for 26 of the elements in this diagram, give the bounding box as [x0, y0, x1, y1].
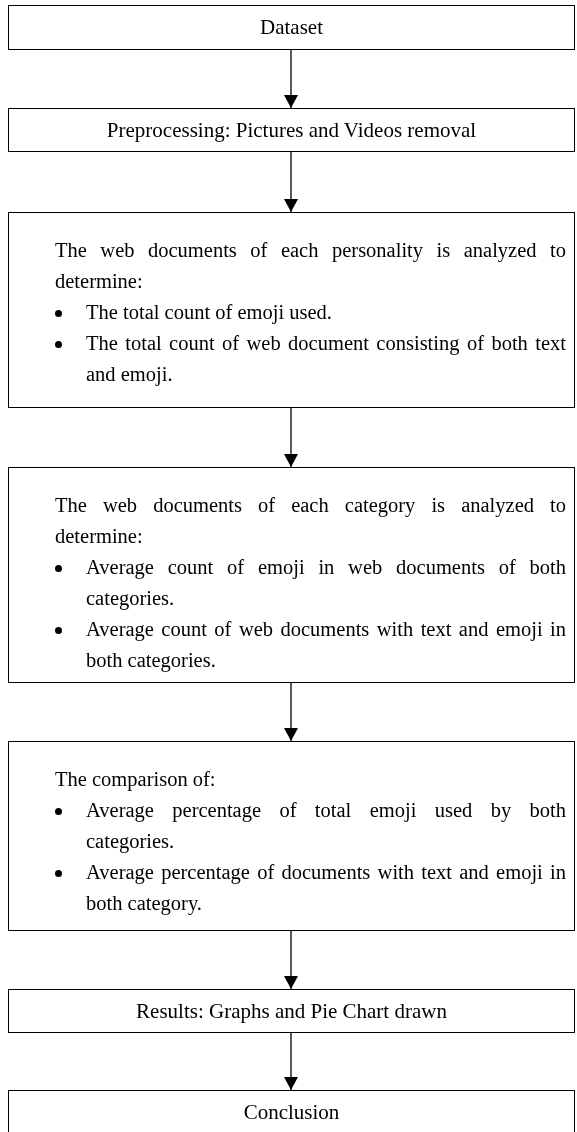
box-heading: The web documents of each personality is analyzed to determine: — [55, 238, 566, 294]
box-heading: The web documents of each category is analyzed to determine: — [55, 493, 566, 549]
process-box — [8, 1090, 575, 1132]
box-label: Results: Graphs and Pie Chart drawn — [136, 998, 447, 1024]
process-box — [8, 467, 575, 683]
process-box — [8, 989, 575, 1033]
process-box — [8, 741, 575, 931]
arrow — [284, 1032, 298, 1091]
bullet-text: The total count of emoji used. — [86, 300, 333, 326]
process-box — [8, 108, 575, 152]
bullet-text: Average count of web documents with text and emoji in both categories. — [86, 617, 566, 674]
arrow — [284, 930, 298, 990]
process-box — [8, 5, 575, 50]
arrow — [284, 682, 298, 742]
box-heading: The comparison of: — [55, 767, 217, 793]
box-label: Preprocessing: Pictures and Videos removal — [106, 117, 477, 143]
bullet-text: Average count of emoji in web documents of both categories. — [86, 555, 566, 612]
bullet-text: Average percentage of total emoji used by both categories. — [86, 798, 566, 855]
box-label: Dataset — [260, 15, 323, 40]
process-box — [8, 212, 575, 408]
bullet-text: The total count of web document consisting of both text and emoji. — [86, 331, 566, 388]
box-label: Conclusion — [243, 1099, 340, 1125]
arrow — [284, 49, 298, 109]
arrow — [284, 151, 298, 213]
arrow — [284, 407, 298, 468]
bullet-text: Average percentage of documents with text and emoji in both category. — [86, 860, 566, 917]
